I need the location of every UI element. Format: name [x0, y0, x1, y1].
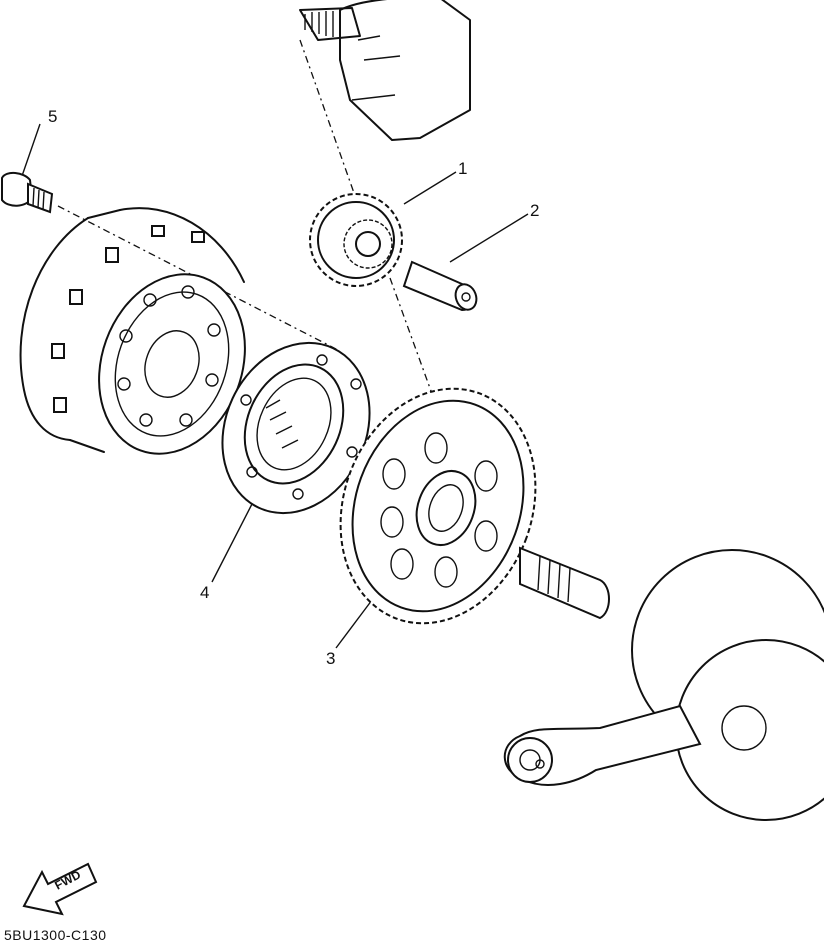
callout-1: 1 — [458, 159, 468, 178]
callout-3: 3 — [326, 649, 336, 668]
part-5-bolt — [1, 172, 54, 214]
part-3-wheel-gear — [339, 387, 537, 625]
starter-motor — [299, 0, 471, 141]
fwd-arrow-icon — [22, 862, 98, 916]
callout-2: 2 — [530, 201, 540, 220]
callout-4: 4 — [200, 583, 210, 602]
part-2-idler-shaft — [402, 260, 478, 312]
crankshaft — [503, 546, 824, 821]
drawing-code: 5BU1300-C130 — [4, 927, 107, 943]
part-4-starter-clutch — [221, 341, 371, 515]
callout-5: 5 — [48, 107, 58, 126]
part-1-idler-gear — [309, 193, 403, 287]
